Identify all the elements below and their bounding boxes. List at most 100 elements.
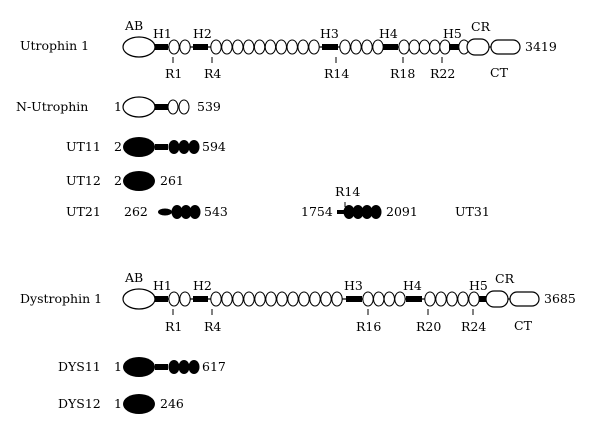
utrophin-repeat-8 — [264, 39, 277, 55]
utrophin-spectrin-repeats — [168, 39, 470, 55]
dystrophin-repeat-r1: R1 — [165, 319, 182, 334]
dystrophin-repeat-6 — [243, 291, 255, 307]
utrophin-repeat-20 — [429, 39, 441, 55]
dys12-construct: DYS12 1 246 — [58, 394, 184, 414]
dys11-repeat-3 — [188, 360, 200, 374]
ut31-repeat-2 — [352, 205, 364, 219]
utrophin-domain-h3: H3 — [320, 26, 339, 41]
dystrophin-hinge-1 — [155, 296, 168, 302]
utrophin-repeat-19 — [418, 39, 431, 55]
ut11-hinge — [155, 144, 168, 150]
n-utrophin-hinge — [155, 104, 168, 110]
dystrophin-label: Dystrophin 1 — [20, 291, 102, 306]
ut11-end: 594 — [202, 139, 226, 154]
dystrophin-repeat-22 — [457, 291, 469, 307]
ut21-start: 262 — [124, 204, 148, 219]
utrophin-repeat-r14: R14 — [324, 66, 349, 81]
ut21-repeat-1 — [171, 205, 183, 219]
ut11-label: UT11 — [66, 139, 101, 154]
dystrophin-actin-binding-domain — [122, 288, 156, 310]
ut12-label: UT12 — [66, 173, 101, 188]
utrophin-repeat-r18: R18 — [390, 66, 415, 81]
dystrophin-hinge-3 — [346, 296, 362, 302]
utrophin-hinges — [155, 44, 459, 50]
utrophin-cysteine-rich-domain — [466, 38, 490, 56]
dys12-end: 246 — [160, 396, 184, 411]
ut21-repeat-2 — [180, 205, 192, 219]
ut31-repeat-3 — [361, 205, 373, 219]
n-utrophin-repeat-2 — [178, 99, 190, 115]
ut11-repeat-3 — [188, 140, 200, 154]
n-utrophin-end: 539 — [197, 99, 221, 114]
dystrophin-repeat-r24: R24 — [461, 319, 486, 334]
ut12-actin-binding-domain — [123, 171, 155, 191]
utrophin-repeat-15 — [361, 39, 373, 55]
utrophin-full-length: Utrophin 1 AB H1 H2 H3 H4 H5 CR 3419 CT … — [20, 18, 557, 81]
dystrophin-domain-h2: H2 — [193, 278, 212, 293]
dys11-end: 617 — [202, 359, 226, 374]
dystrophin-repeat-r4: R4 — [204, 319, 221, 334]
dystrophin-repeat-18 — [394, 291, 406, 307]
dys11-construct: DYS11 1 617 — [58, 357, 226, 377]
dystrophin-repeat-17 — [383, 291, 395, 307]
dystrophin-repeat-12 — [309, 291, 321, 307]
utrophin-repeat-r22: R22 — [430, 66, 455, 81]
n-utrophin-construct: N-Utrophin 1 539 — [16, 96, 221, 118]
utrophin-repeat-ticks — [172, 57, 443, 63]
dystrophin-repeat-16 — [373, 291, 385, 307]
ut12-construct: UT12 2 261 — [66, 171, 184, 191]
dys11-repeat-1 — [168, 360, 180, 374]
utrophin-repeat-9 — [275, 39, 287, 55]
dystrophin-repeat-4 — [221, 291, 233, 307]
dystrophin-end-residue: 3685 — [544, 291, 576, 306]
ut21-hinge — [158, 208, 172, 216]
utrophin-repeat-2 — [179, 39, 191, 55]
utrophin-repeat-1 — [168, 39, 180, 55]
dystrophin-repeat-21 — [446, 291, 458, 307]
dystrophin-repeat-14 — [331, 291, 343, 307]
ut21-label: UT21 — [66, 204, 101, 219]
utrophin-domain-cr: CR — [471, 19, 491, 34]
dystrophin-repeat-23 — [468, 291, 480, 307]
n-utrophin-repeat-1 — [167, 99, 179, 115]
dys12-start: 1 — [114, 396, 122, 411]
dystrophin-repeat-r20: R20 — [416, 319, 441, 334]
utrophin-repeat-13 — [339, 39, 351, 55]
utrophin-repeat-17 — [398, 39, 410, 55]
dystrophin-repeat-1 — [168, 291, 180, 307]
utrophin-repeat-16 — [372, 39, 384, 55]
dys11-label: DYS11 — [58, 359, 101, 374]
dystrophin-domain-h5: H5 — [469, 278, 488, 293]
utrophin-domain-h1: H1 — [153, 26, 172, 41]
dystrophin-repeat-19 — [424, 291, 436, 307]
utrophin-hinge-2 — [193, 44, 208, 50]
dystrophin-repeat-ticks — [172, 309, 474, 315]
dystrophin-repeat-2 — [179, 291, 191, 307]
utrophin-repeat-10 — [286, 39, 298, 55]
dystrophin-repeat-r16: R16 — [356, 319, 381, 334]
dystrophin-hinges — [155, 296, 487, 302]
ut21-repeat-3 — [189, 205, 201, 219]
utrophin-repeat-5 — [232, 39, 244, 55]
dystrophin-repeat-15 — [362, 291, 374, 307]
utrophin-actin-binding-domain — [122, 36, 156, 58]
utrophin-repeat-11 — [297, 39, 309, 55]
dystrophin-cysteine-rich-domain — [485, 290, 509, 308]
dys11-start: 1 — [114, 359, 122, 374]
dystrophin-domain-cr: CR — [495, 271, 515, 286]
utrophin-repeat-21 — [439, 39, 451, 55]
utrophin-repeat-18 — [408, 39, 420, 55]
dystrophin-domain-h4: H4 — [403, 278, 422, 293]
utrophin-hinge-4 — [383, 44, 398, 50]
utrophin-repeat-12 — [308, 39, 320, 55]
utrophin-domain-h4: H4 — [379, 26, 398, 41]
dystrophin-domain-h1: H1 — [153, 278, 172, 293]
dystrophin-hinge-5 — [479, 296, 487, 302]
ut31-end: 2091 — [386, 204, 418, 219]
utrophin-c-terminal-domain — [490, 39, 521, 55]
ut11-construct: UT11 2 594 — [66, 137, 226, 157]
dystrophin-domain-ab: AB — [124, 270, 143, 285]
n-utrophin-start: 1 — [114, 99, 122, 114]
n-utrophin-label: N-Utrophin — [16, 99, 88, 114]
